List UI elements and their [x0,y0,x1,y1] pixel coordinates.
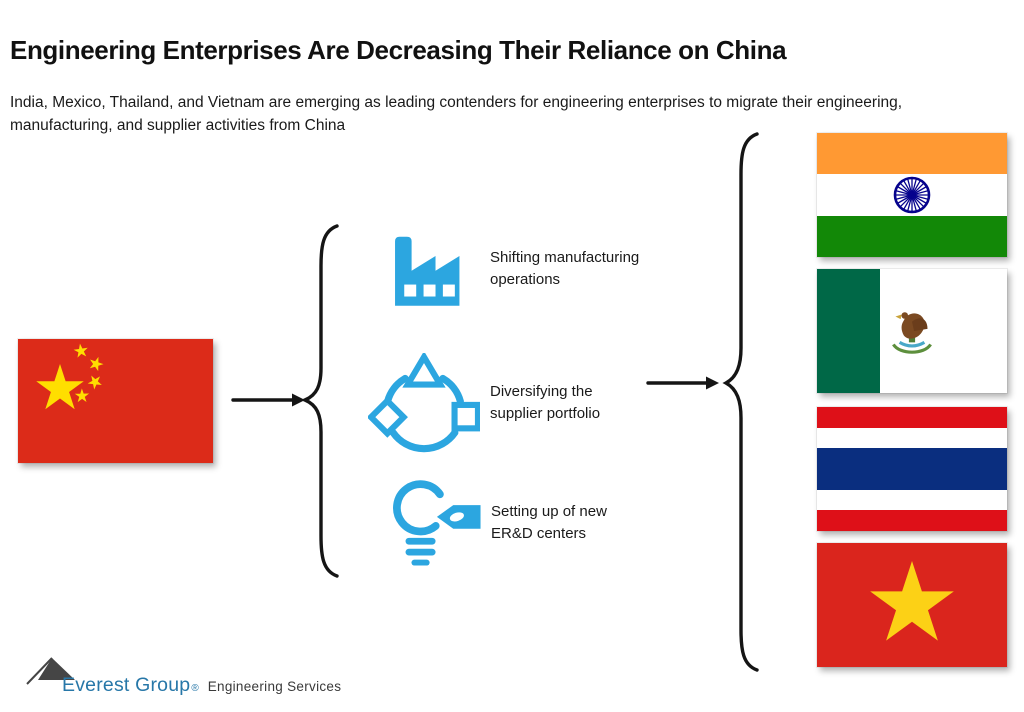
registered-mark-icon: ® [191,683,199,694]
mexico-flag [817,269,1007,393]
item-label-diversifying-suppliers: Diversifying the supplier portfolio [490,383,601,422]
lightbulb-tag-icon [386,477,486,580]
right-brace [722,132,759,672]
thailand-white-stripe [817,427,1007,449]
india-green-band [817,215,1007,257]
brand-division: Engineering Services [207,679,342,694]
page-title: Engineering Enterprises Are Decreasing T… [10,35,787,66]
china-flag-stars [36,342,106,410]
vietnam-star-icon [870,561,954,641]
factory-icon [384,230,476,311]
brand-logo: Everest Group ® Engineering Services [62,674,341,697]
arrowhead-left [292,393,305,407]
china-flag [18,339,213,463]
item-label-new-erd-centers: Setting up of new ER&D centers [491,503,607,542]
india-saffron-band [817,133,1007,175]
thailand-flag [817,407,1007,531]
mexico-eagle-emblem-icon [892,312,932,354]
thailand-blue-stripe [817,448,1007,490]
thailand-white-stripe [817,489,1007,511]
thailand-red-stripe [817,510,1007,531]
thailand-red-stripe [817,407,1007,428]
everest-mountain-icon [26,657,75,685]
item-label-shifting-manufacturing: Shifting manufacturing operations [490,249,640,288]
brand-name: Everest Group [62,674,191,696]
ashoka-chakra-icon [893,176,931,214]
mexico-green-band [817,269,881,393]
india-flag [817,133,1007,257]
left-brace [300,224,339,578]
subtitle: India, Mexico, Thailand, and Vietnam are… [10,93,903,134]
supplier-cycle-icon [366,351,482,470]
arrowhead-right [706,376,719,390]
vietnam-flag [817,543,1007,667]
